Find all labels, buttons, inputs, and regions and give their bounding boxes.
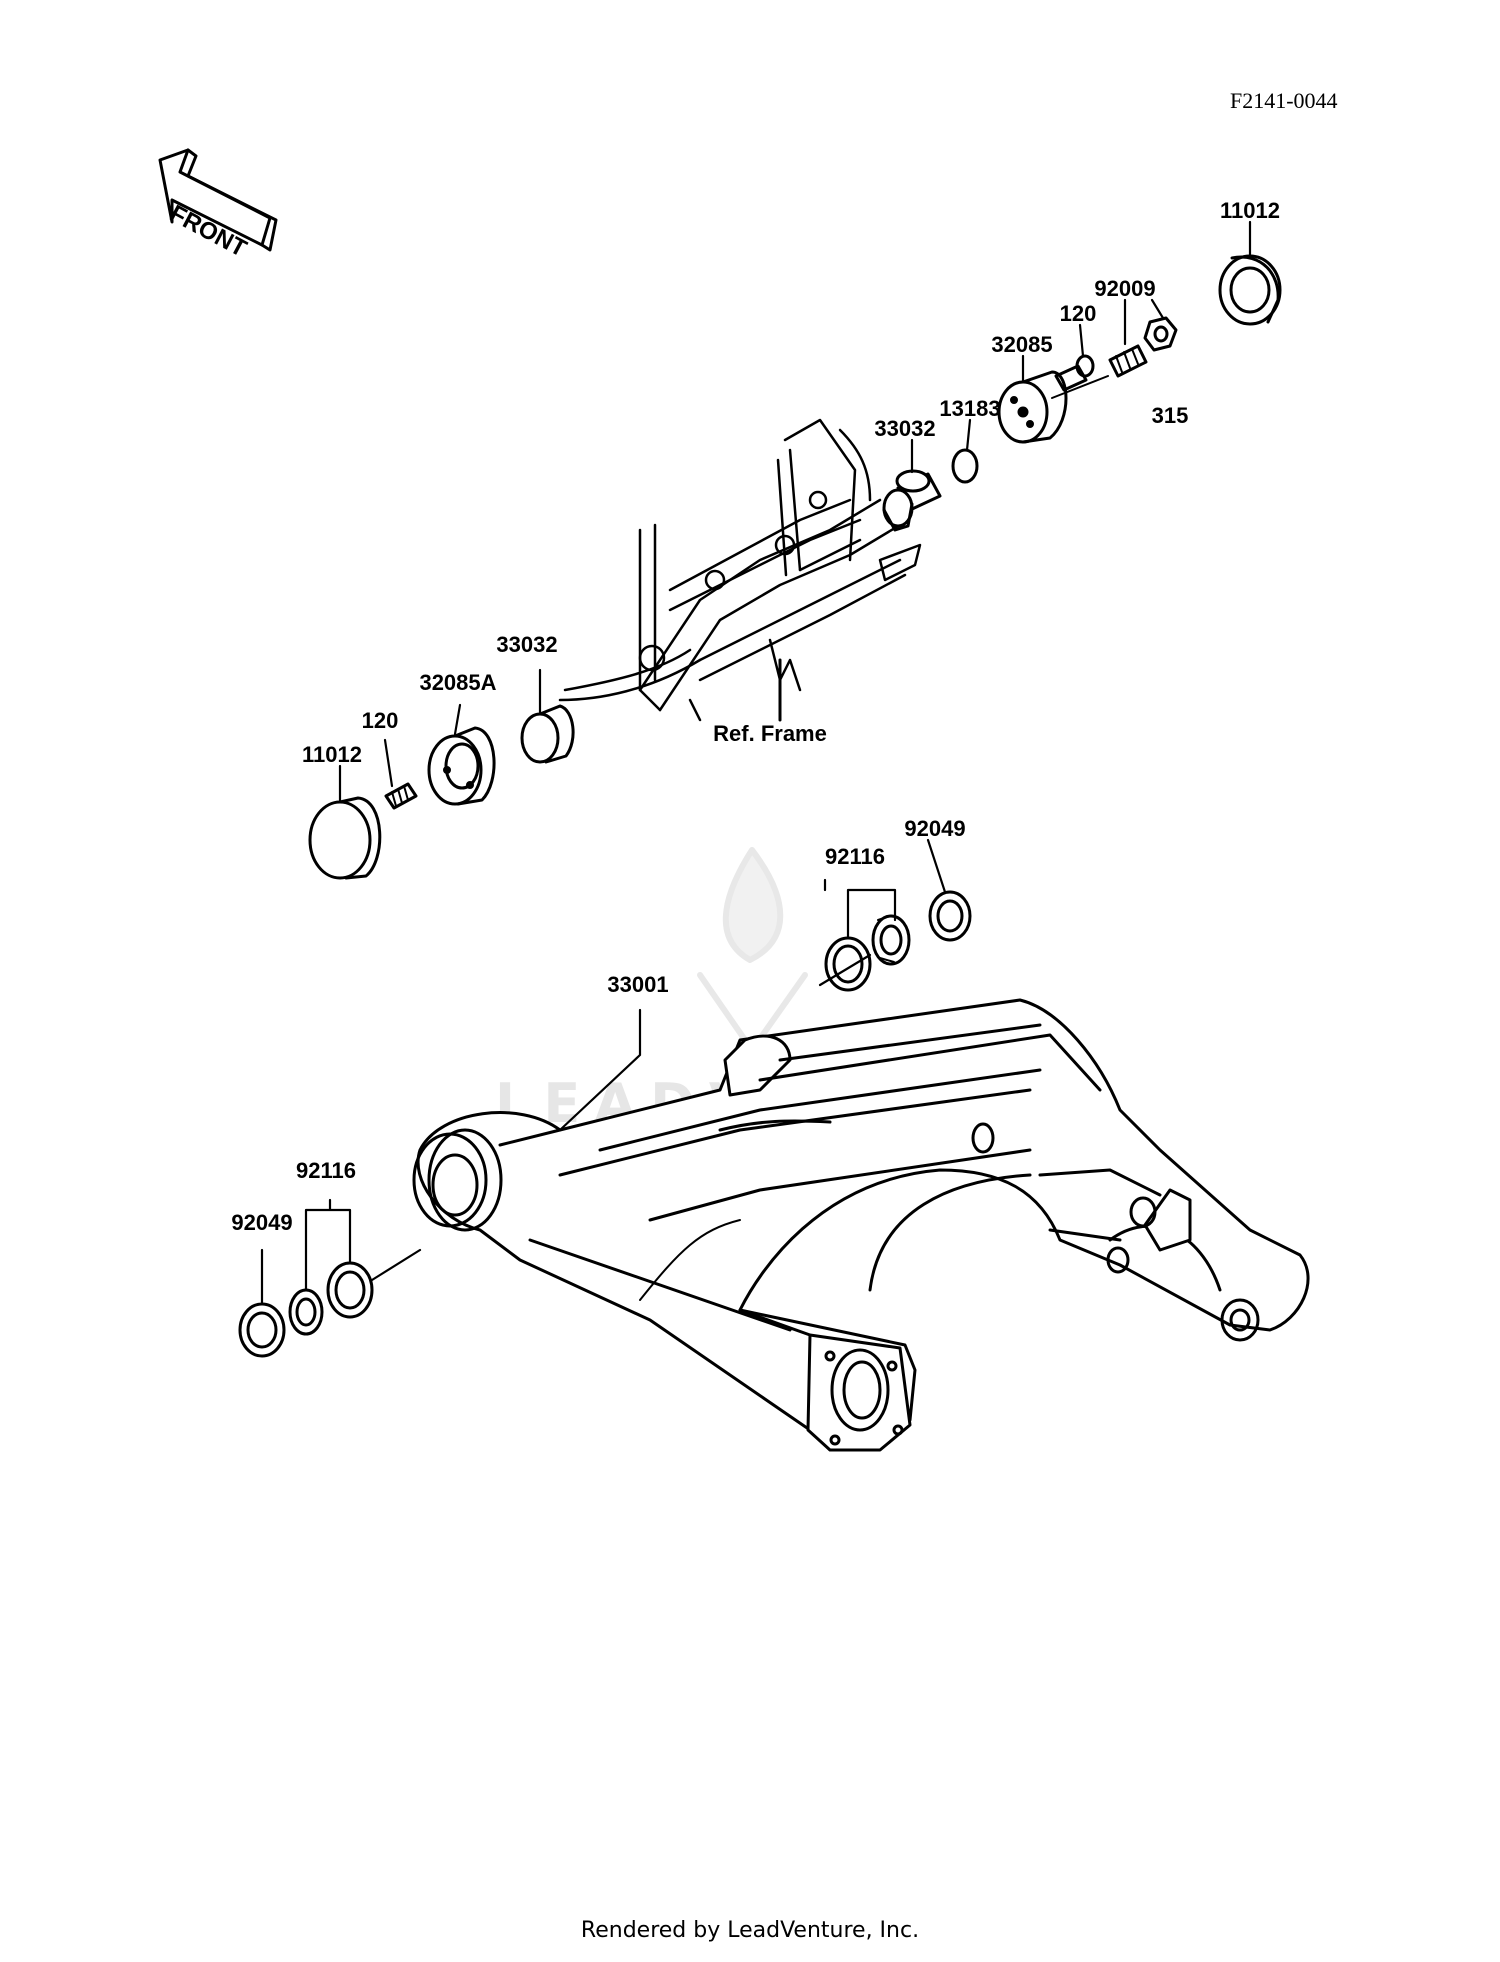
callout-13183: 13183 [939, 396, 1001, 421]
callout-92049-right: 92049 [904, 816, 966, 841]
callout-32085: 32085 [991, 332, 1053, 357]
bolt-120-left [384, 782, 418, 810]
leader-lines [260, 220, 1252, 1306]
ring-13183 [951, 448, 979, 484]
pivot-holder-32085 [997, 370, 1109, 444]
footer-credit: Rendered by LeadVenture, Inc. [580, 1918, 920, 1943]
nut-315 [1143, 316, 1178, 352]
ref-frame-label: Ref. Frame [713, 721, 827, 746]
callout-11012-right: 11012 [1220, 198, 1280, 223]
callout-92049-left: 92049 [231, 1210, 293, 1235]
callout-33032-right: 33032 [874, 416, 936, 441]
seal-11012-right [1218, 254, 1282, 326]
callout-32085A: 32085A [419, 670, 497, 695]
bearing-set-right [824, 890, 972, 992]
callout-33001: 33001 [607, 972, 669, 997]
callout-92116-right: 92116 [825, 844, 885, 869]
callout-92009: 92009 [1094, 276, 1156, 301]
figure-code: F2141-0044 [1230, 88, 1338, 113]
callout-120-left: 120 [361, 708, 399, 733]
callout-11012-left: 11012 [302, 742, 362, 767]
swing-arm-33001 [412, 998, 1310, 1452]
cap-11012-left [308, 796, 382, 880]
sleeve-33032-left [520, 704, 575, 764]
frame-section [558, 418, 922, 722]
front-arrow-icon [158, 148, 278, 252]
pivot-holder-32085A [427, 726, 496, 806]
adjuster-bolt-92009 [1108, 344, 1148, 378]
callout-120-right: 120 [1059, 301, 1097, 326]
watermark-logo [697, 847, 808, 1053]
callout-33032-left: 33032 [496, 632, 558, 657]
callout-92116-left: 92116 [296, 1158, 356, 1183]
sleeve-33032-right [882, 469, 942, 532]
callout-315: 315 [1151, 403, 1189, 428]
